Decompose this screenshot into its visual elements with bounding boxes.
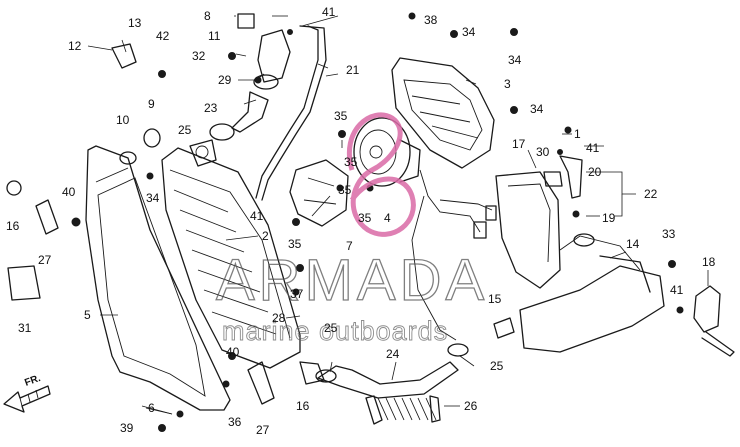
callout-27-left: 27 — [38, 253, 52, 267]
radiator-core — [161, 139, 301, 369]
callout-24: 24 — [386, 347, 400, 361]
callout-40-left: 40 — [62, 185, 76, 199]
callout-25-right: 25 — [490, 359, 504, 373]
watermark-title: ARMADA — [216, 248, 488, 313]
callout-34-top: 34 — [462, 25, 476, 39]
small-parts — [6, 43, 583, 405]
callout-10: 10 — [116, 113, 130, 127]
callout-16-bottom: 16 — [296, 399, 310, 413]
callout-13: 13 — [128, 16, 142, 30]
callout-17: 17 — [512, 137, 526, 151]
callout-25-top: 25 — [178, 123, 192, 137]
callout-41-mid: 41 — [250, 209, 264, 223]
callout-3: 3 — [504, 77, 511, 91]
callout-27-bottom: 27 — [256, 423, 270, 437]
overflow-tank — [519, 233, 665, 353]
callout-31: 31 — [18, 321, 32, 335]
callout-34-right: 34 — [530, 102, 544, 116]
callout-28: 28 — [272, 311, 286, 325]
callout-8: 8 — [204, 9, 211, 23]
fan-blade — [289, 159, 349, 227]
fan-shroud — [391, 57, 495, 169]
callout-40-bottom: 40 — [226, 345, 240, 359]
watermark-subtitle: marine outboards — [222, 316, 448, 346]
callout-5: 5 — [84, 308, 91, 322]
front-direction-arrow: FR. — [3, 373, 51, 413]
callout-35-left: 35 — [288, 237, 302, 251]
callout-23: 23 — [204, 101, 218, 115]
callout-18: 18 — [702, 255, 716, 269]
callout-30: 30 — [536, 145, 550, 159]
armada-watermark: ARMADA marine outboards — [215, 112, 488, 346]
callout-41-top: 41 — [322, 5, 336, 19]
callout-37: 37 — [290, 287, 304, 301]
callout-35-mid: 35 — [338, 183, 352, 197]
radiator-shroud — [85, 145, 231, 411]
callout-20: 20 — [588, 165, 602, 179]
callout-42: 42 — [156, 29, 170, 43]
callout-12: 12 — [68, 39, 82, 53]
callout-6: 6 — [148, 401, 155, 415]
callout-29: 29 — [218, 73, 232, 87]
callout-9: 9 — [148, 97, 155, 111]
callout-numbers: 1 2 3 4 5 6 7 8 9 10 11 12 13 14 15 16 1… — [6, 5, 716, 437]
callout-32: 32 — [192, 49, 206, 63]
callout-38: 38 — [424, 13, 438, 27]
callout-35-top: 35 — [334, 109, 348, 123]
callout-11: 11 — [208, 29, 221, 43]
hose-spring — [365, 395, 441, 425]
callout-1: 1 — [574, 127, 581, 141]
callout-34-left: 34 — [146, 191, 160, 205]
callout-19: 19 — [602, 211, 616, 225]
leader-lines — [87, 15, 709, 415]
tank-cap — [693, 285, 735, 357]
overflow-hose — [255, 25, 327, 201]
fan-wiring — [411, 169, 497, 341]
callout-34-upper: 34 — [508, 53, 522, 67]
callout-35-lower: 35 — [358, 211, 372, 225]
fasteners — [71, 12, 684, 432]
callout-36: 36 — [228, 415, 242, 429]
callout-15: 15 — [488, 292, 502, 306]
callout-7: 7 — [346, 239, 353, 253]
upper-hose — [209, 91, 269, 141]
callout-26: 26 — [464, 399, 478, 413]
callout-35-mid-right: 35 — [344, 155, 358, 169]
callout-33: 33 — [662, 227, 676, 241]
callout-41-far-right: 41 — [670, 283, 684, 297]
callout-21: 21 — [346, 63, 360, 77]
callout-14: 14 — [626, 237, 640, 251]
front-direction-label: FR. — [23, 373, 42, 389]
callout-41-right: 41 — [586, 141, 600, 155]
callout-4: 4 — [384, 211, 391, 225]
callout-2: 2 — [262, 229, 269, 243]
filler-neck — [237, 13, 291, 90]
callout-39: 39 — [120, 421, 134, 435]
callout-25-middle: 25 — [324, 321, 338, 335]
reserve-tank — [495, 171, 561, 289]
callout-16-left: 16 — [6, 219, 20, 233]
lower-hose — [317, 361, 459, 399]
callout-22: 22 — [644, 187, 658, 201]
armada-logo — [346, 112, 416, 237]
